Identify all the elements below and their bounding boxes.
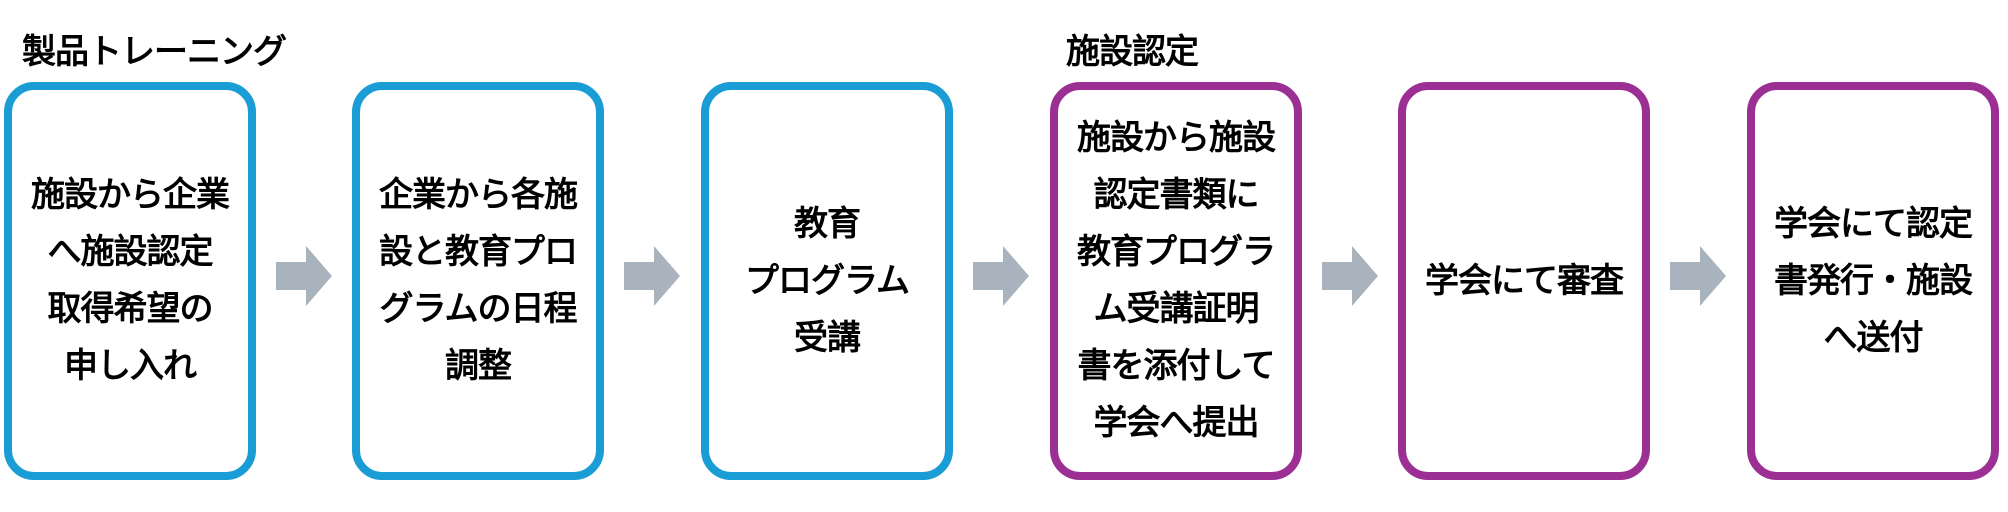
step-text-line: 調整 — [445, 346, 512, 386]
step-text-line: 申し入れ — [64, 346, 197, 386]
arrow-right-icon — [624, 246, 680, 306]
step-text-line: 認定書類に — [1093, 175, 1260, 215]
step-text-line: 学会にて認定 — [1774, 203, 1973, 244]
section-title-product-training: 製品トレーニング — [22, 32, 287, 72]
step-text-line: 企業から各施 — [379, 175, 578, 215]
step-text-line: 取得希望の — [47, 289, 214, 329]
arrow-right-icon — [1322, 246, 1378, 306]
step-text-line: 施設から企業 — [31, 175, 230, 215]
step-text-line: へ施設認定 — [47, 232, 214, 272]
step-box-5: 学会にて審査 — [1398, 82, 1650, 480]
step-box-3: 教育プログラム受講 — [701, 82, 953, 480]
step-text-line: 学会へ提出 — [1093, 403, 1260, 443]
step-text-line: ム受講証明 — [1093, 289, 1260, 329]
step-text-line: グラムの日程 — [379, 289, 578, 329]
step-text-line: 施設から施設 — [1077, 118, 1276, 158]
step-text-line: 学会にて審査 — [1425, 260, 1624, 301]
step-box-6: 学会にて認定書発行・施設へ送付 — [1747, 82, 1999, 480]
step-text-line: へ送付 — [1823, 317, 1924, 358]
step-text-line: 教育 — [794, 203, 861, 244]
arrow-right-icon — [973, 246, 1029, 306]
step-text-line: 受講 — [794, 317, 861, 358]
step-text-line: 設と教育プロ — [379, 232, 578, 272]
arrow-right-icon — [276, 246, 332, 306]
step-box-1: 施設から企業へ施設認定取得希望の申し入れ — [4, 82, 256, 480]
step-text-line: 書発行・施設 — [1774, 260, 1973, 301]
step-text-line: プログラム — [745, 260, 910, 301]
step-text-line: 書を添付して — [1077, 346, 1276, 386]
step-box-4: 施設から施設認定書類に教育プログラム受講証明書を添付して学会へ提出 — [1050, 82, 1302, 480]
step-text-line: 教育プログラ — [1077, 232, 1276, 272]
arrow-right-icon — [1670, 246, 1726, 306]
step-box-2: 企業から各施設と教育プログラムの日程調整 — [352, 82, 604, 480]
section-title-facility-certification: 施設認定 — [1066, 32, 1199, 72]
